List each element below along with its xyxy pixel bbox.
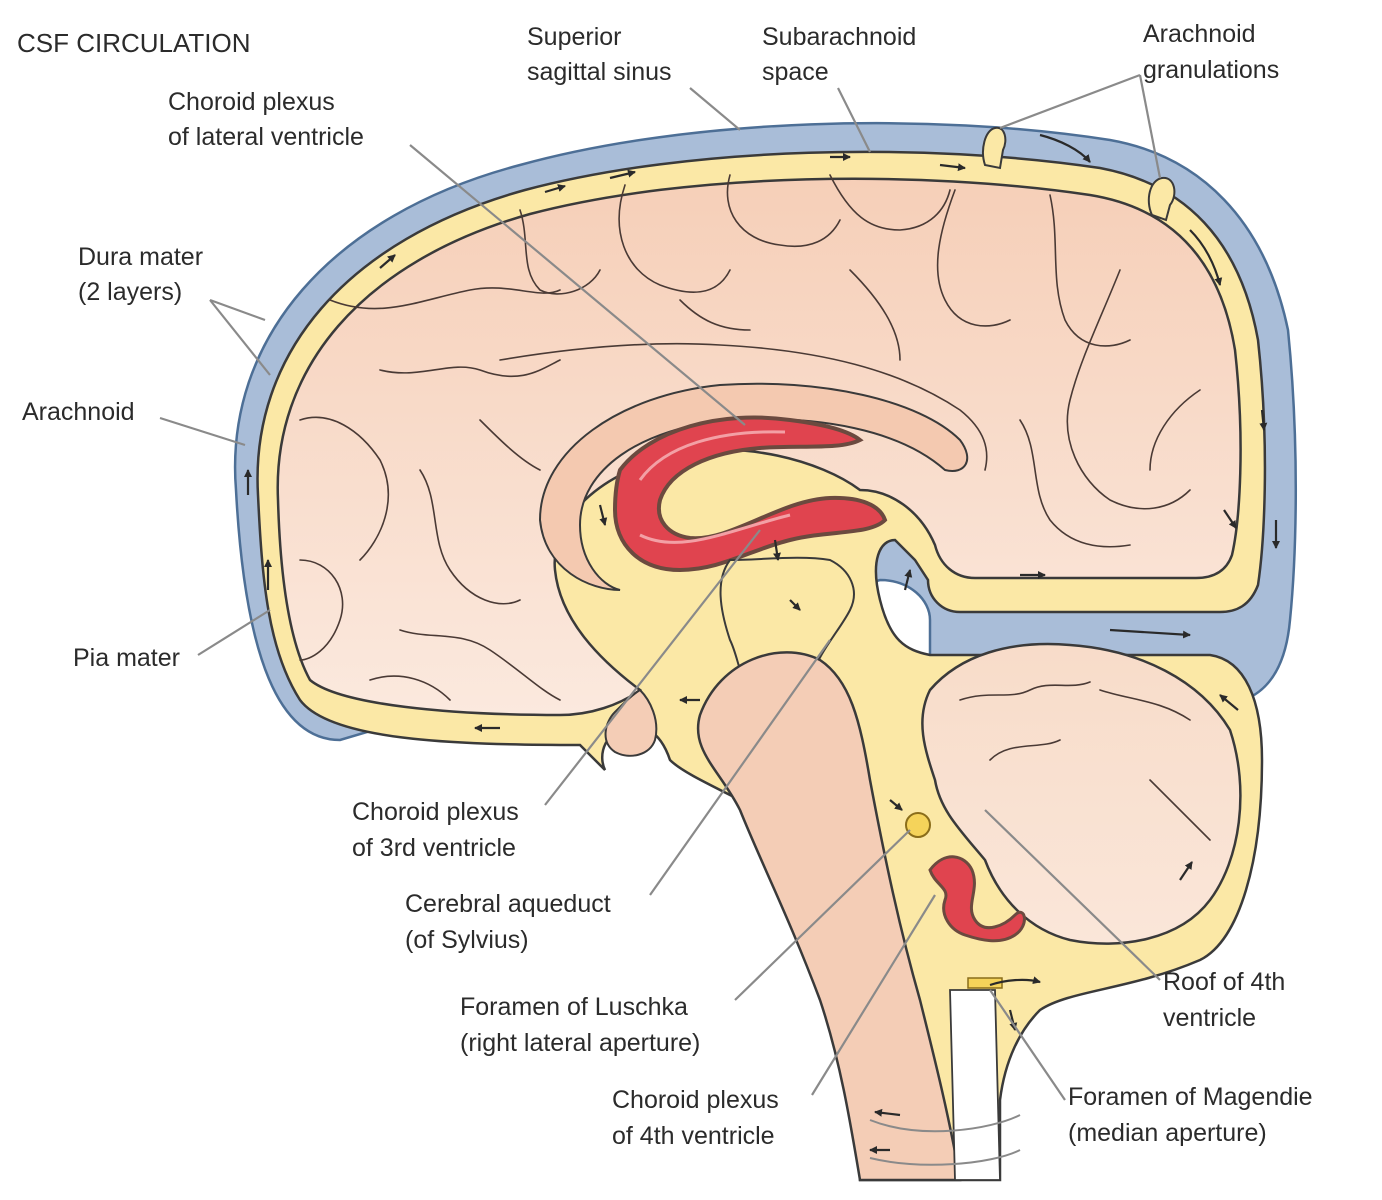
label-dura-mater: Dura mater (2 layers): [78, 243, 210, 306]
label-choroid-plexus-3rd: Choroid plexus of 3rd ventricle: [352, 798, 526, 862]
corpus-callosum: [538, 382, 969, 591]
arachnoid-granulation-1: [982, 126, 1007, 170]
label-choroid-plexus-lateral: Choroid plexus of lateral ventricle: [168, 88, 364, 151]
label-pia-mater: Pia mater: [73, 644, 180, 672]
label-arachnoid: Arachnoid: [22, 398, 135, 426]
foramen-magendie-marker: [967, 977, 1003, 989]
arachnoid-granulation-2: [1147, 176, 1176, 222]
gyri-lines: [299, 174, 1201, 701]
label-foramen-luschka: Foramen of Luschka (right lateral apertu…: [460, 993, 700, 1057]
fourth-ventricle-choroid: [928, 855, 1026, 943]
label-cerebral-aqueduct: Cerebral aqueduct (of Sylvius): [405, 890, 618, 954]
leader-lines: [159, 73, 1162, 1101]
diagram-title: CSF CIRCULATION: [17, 28, 251, 58]
label-roof-4th-ventricle: Roof of 4th ventricle: [1163, 968, 1292, 1032]
brainstem: [696, 651, 962, 1182]
label-foramen-magendie: Foramen of Magendie (median aperture): [1068, 1083, 1320, 1147]
label-superior-sagittal-sinus: Superior sagittal sinus: [527, 23, 672, 86]
csf-flow-arrows: [244, 133, 1280, 1154]
cerebellar-folia: [959, 681, 1211, 841]
label-arachnoid-granulations: Arachnoid granulations: [1143, 20, 1279, 84]
spinal-canal: [949, 989, 1001, 1181]
foramen-luschka-marker: [905, 812, 931, 838]
label-subarachnoid-space: Subarachnoid space: [762, 23, 923, 86]
label-choroid-plexus-4th: Choroid plexus of 4th ventricle: [612, 1086, 786, 1150]
lateral-ventricle: [612, 415, 888, 573]
cerebellum: [921, 642, 1242, 945]
